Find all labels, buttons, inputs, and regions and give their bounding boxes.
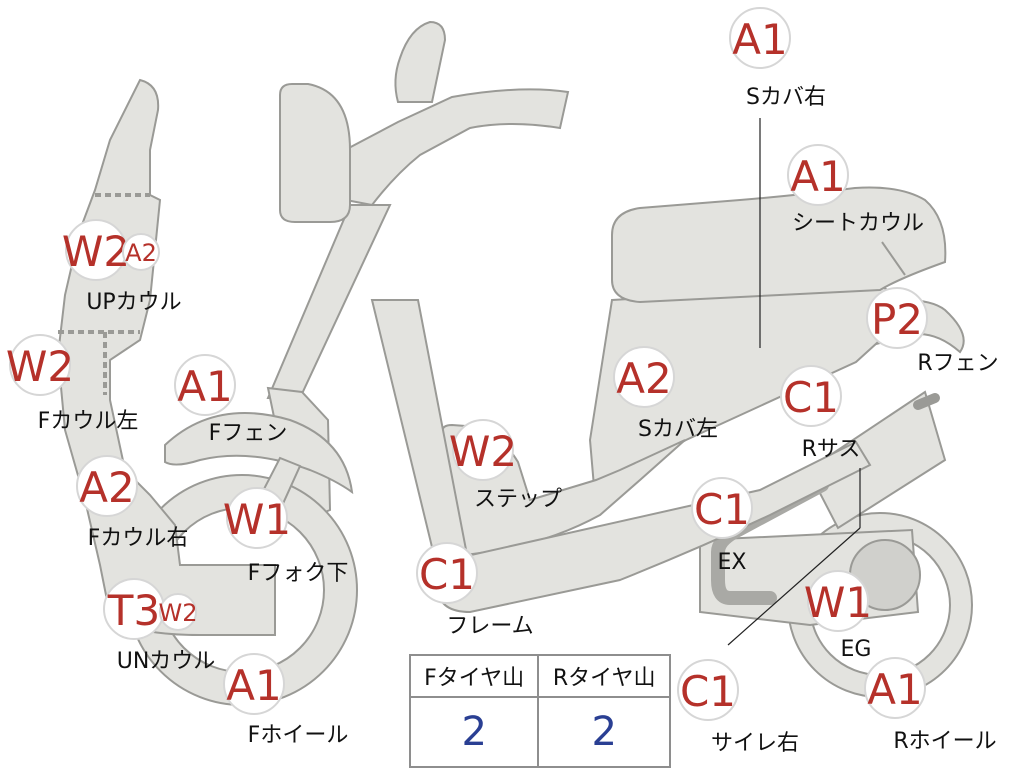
grade-text: W1	[804, 578, 872, 627]
marker-exhaust: C1 EX	[691, 477, 753, 575]
grade-circle	[76, 455, 138, 517]
marker-frame: C1 フレーム	[416, 542, 534, 639]
grade-circle	[866, 287, 928, 349]
part-label: Rサス	[802, 437, 861, 462]
part-label: Fカウル左	[38, 409, 139, 434]
grade-text: A1	[177, 362, 232, 411]
marker-rear-wheel: A1 Rホイール	[864, 657, 997, 754]
grade-text: C1	[680, 667, 736, 716]
grade-circle	[226, 487, 288, 549]
rear-tire-tread-header: Rタイヤ山	[537, 654, 671, 698]
grade-circle	[677, 659, 739, 721]
handlebar-shape	[318, 88, 570, 207]
grade-text: W2	[6, 342, 74, 391]
marker-s-cover-left: A2 Sカバ左	[613, 346, 718, 442]
marker-front-fork-lower: W1 Fフォク下	[223, 487, 349, 586]
seat-shape	[611, 186, 947, 304]
grade-text: A1	[790, 152, 845, 201]
grade-circle	[452, 419, 514, 481]
grade-text: T3	[107, 586, 160, 635]
marker-up-cowl: W2 A2 UPカウル	[62, 219, 182, 315]
grade-circle	[691, 477, 753, 539]
grade-circle	[416, 542, 478, 604]
front-tire-tread-header: Fタイヤ山	[408, 654, 540, 698]
part-label: Fフェン	[209, 421, 288, 446]
grade-circle-secondary	[159, 593, 197, 631]
grade-text-secondary: A2	[125, 239, 157, 267]
grade-circle	[9, 334, 71, 396]
grade-text: A1	[732, 15, 787, 64]
grade-text: W1	[223, 495, 291, 544]
grade-text: W2	[449, 427, 517, 476]
grade-circle-secondary	[122, 233, 160, 271]
marker-rear-suspension: C1 Rサス	[780, 365, 861, 462]
frame-lower-shape	[436, 440, 872, 614]
grade-text: W2	[62, 227, 130, 276]
marker-rear-fender: P2 Rフェン	[866, 287, 999, 376]
part-label: Sカバ右	[746, 85, 826, 110]
mirror-shape	[394, 20, 447, 103]
part-label: Sカバ左	[638, 417, 718, 442]
grade-text: A2	[79, 463, 134, 512]
marker-step: W2 ステップ	[449, 419, 562, 512]
grade-circle	[780, 365, 842, 427]
grade-text-secondary: W2	[159, 599, 198, 627]
grade-text: C1	[783, 373, 839, 422]
grade-text: P2	[871, 295, 923, 344]
marker-front-cowl-left: W2 Fカウル左	[6, 334, 139, 434]
grade-circle	[223, 653, 285, 715]
grade-text: A1	[867, 665, 922, 714]
part-label: フレーム	[446, 614, 533, 639]
part-label: UPカウル	[86, 290, 181, 315]
grade-circle	[174, 354, 236, 416]
part-label: EG	[841, 637, 872, 662]
part-label: Fカウル右	[88, 526, 189, 551]
front-fender-shape	[164, 412, 354, 495]
grade-circle	[864, 657, 926, 719]
part-label: ステップ	[474, 487, 562, 512]
marker-front-cowl-right: A2 Fカウル右	[76, 455, 189, 551]
part-label: Fホイール	[248, 723, 349, 748]
part-label: サイレ右	[711, 731, 799, 756]
scooter-silhouette	[56, 20, 973, 706]
handle-cover-shape	[279, 83, 351, 223]
rear-shock-shape	[806, 390, 947, 530]
leader-lines	[727, 118, 861, 646]
grade-circle	[729, 7, 791, 69]
grade-text: A2	[616, 354, 671, 403]
grade-text: A1	[226, 661, 281, 710]
grade-circle	[613, 346, 675, 408]
part-label: EX	[718, 550, 747, 575]
marker-s-cover-right: A1 Sカバ右	[729, 7, 826, 110]
part-label: シートカウル	[792, 211, 924, 236]
marker-engine: W1 EG	[804, 570, 872, 662]
marker-front-fender: A1 Fフェン	[174, 354, 288, 446]
grade-text: C1	[694, 485, 750, 534]
part-label: Rホイール	[893, 729, 996, 754]
marker-seat-cowl: A1 シートカウル	[787, 144, 924, 236]
grade-circle	[807, 570, 869, 632]
grade-circle	[787, 144, 849, 206]
tire-tread-table: Fタイヤ山 Rタイヤ山 2 2	[408, 654, 671, 768]
part-label: Rフェン	[917, 351, 998, 376]
rear-tire-tread-value: 2	[537, 696, 671, 768]
part-label: UNカウル	[117, 649, 216, 674]
grade-text: C1	[419, 550, 475, 599]
marker-muffler-right: C1 サイレ右	[677, 659, 799, 756]
part-label: Fフォク下	[248, 561, 349, 586]
marker-under-cowl: T3 W2 UNカウル	[103, 578, 216, 674]
front-tire-tread-value: 2	[408, 696, 540, 768]
marker-front-wheel: A1 Fホイール	[223, 653, 349, 748]
